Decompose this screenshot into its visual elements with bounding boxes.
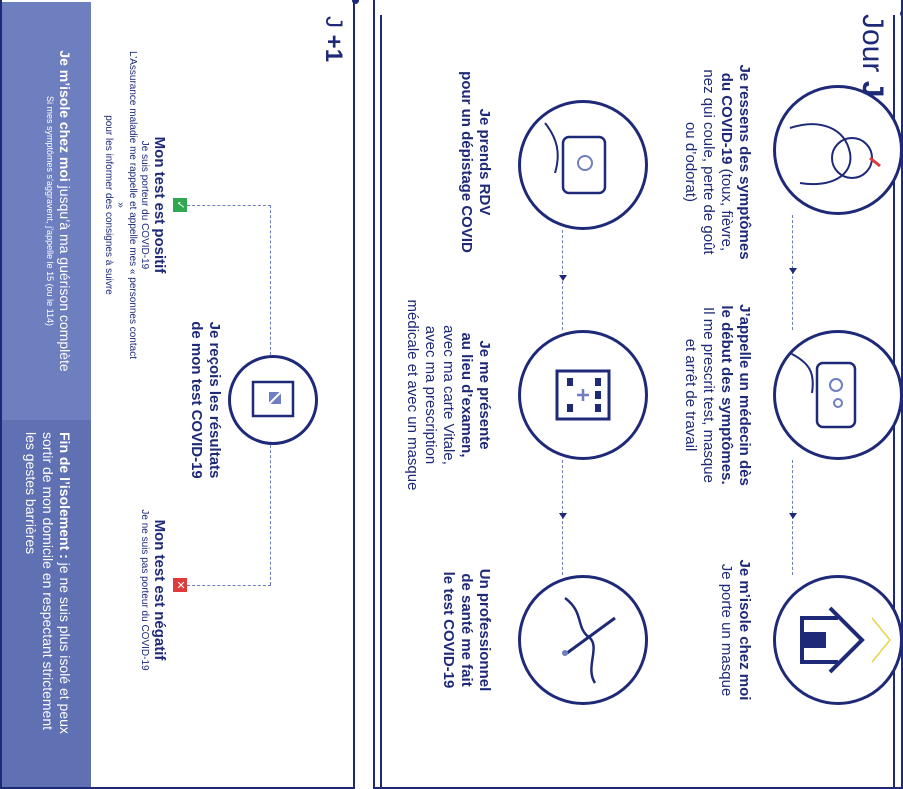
step-3-text: Je m’isole chez moi Je porte un masque bbox=[718, 559, 753, 701]
j-plus-1-label: J +1 bbox=[320, 16, 347, 63]
end-isolation-band: Fin de l’isolement : je ne suis plus iso… bbox=[2, 420, 91, 787]
branch-right bbox=[270, 445, 271, 585]
step-1-text: Je ressens des symptômes du COVID-19 (to… bbox=[682, 64, 753, 260]
step-5-text: Je me présente au lieu d’examen, avec ma… bbox=[404, 299, 493, 491]
branch-right-down bbox=[187, 585, 271, 586]
positive-result: Mon test est positif Je suis porteur du … bbox=[103, 51, 168, 359]
arrow-1-2 bbox=[789, 268, 797, 274]
receive-results-text: Je reçois les résultats de mon test COVI… bbox=[188, 321, 223, 479]
arrow-4-5 bbox=[559, 275, 567, 281]
arrow-2-3 bbox=[789, 513, 797, 519]
building-icon bbox=[518, 330, 648, 460]
check-icon: ✓ bbox=[173, 198, 187, 212]
arrow-5-6 bbox=[559, 513, 567, 519]
house-icon bbox=[773, 575, 903, 705]
timeline-dot-2 bbox=[352, 0, 359, 4]
swab-test-icon bbox=[518, 575, 648, 705]
step-4-text: Je prends RDV pour un dépistage COVID bbox=[458, 71, 493, 253]
phone-call-icon bbox=[773, 330, 903, 460]
day-word: Jour bbox=[856, 14, 889, 73]
results-document-icon bbox=[228, 355, 318, 445]
day-label: Jour J bbox=[855, 14, 889, 97]
branch-left-down bbox=[187, 205, 271, 206]
sick-person-icon bbox=[773, 85, 903, 215]
step-2-text: J’appelle un médecin dès le début des sy… bbox=[682, 304, 753, 486]
cross-icon: ✕ bbox=[173, 578, 187, 592]
negative-result: Mon test est négatif Je ne suis pas port… bbox=[139, 509, 168, 671]
branch-left bbox=[270, 205, 271, 355]
phone-booking-icon bbox=[518, 100, 648, 230]
step-6-text: Un professionnel de santé me fait le tes… bbox=[440, 568, 493, 692]
isolation-band: Je m’isole chez moi jusqu’à ma guérison … bbox=[2, 2, 91, 420]
